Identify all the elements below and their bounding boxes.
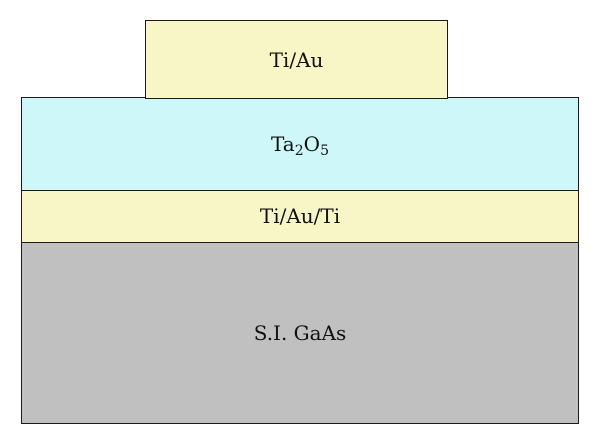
dielectric-layer: Ta2O5 (21, 97, 579, 191)
bottom-contact-label: Ti/Au/Ti (259, 204, 341, 228)
dielectric-label-subscript-2: 5 (320, 143, 329, 159)
top-contact-layer: Ti/Au (145, 20, 448, 99)
top-contact-label: Ti/Au (269, 47, 324, 72)
dielectric-label-subscript-1: 2 (294, 143, 304, 159)
substrate-layer: S.I. GaAs (21, 241, 579, 424)
dielectric-label-base: Ta (271, 132, 295, 156)
dielectric-label-mid: O (303, 132, 321, 156)
dielectric-label: Ta2O5 (271, 132, 329, 159)
substrate-label: S.I. GaAs (253, 320, 347, 345)
bottom-contact-layer: Ti/Au/Ti (21, 189, 579, 243)
